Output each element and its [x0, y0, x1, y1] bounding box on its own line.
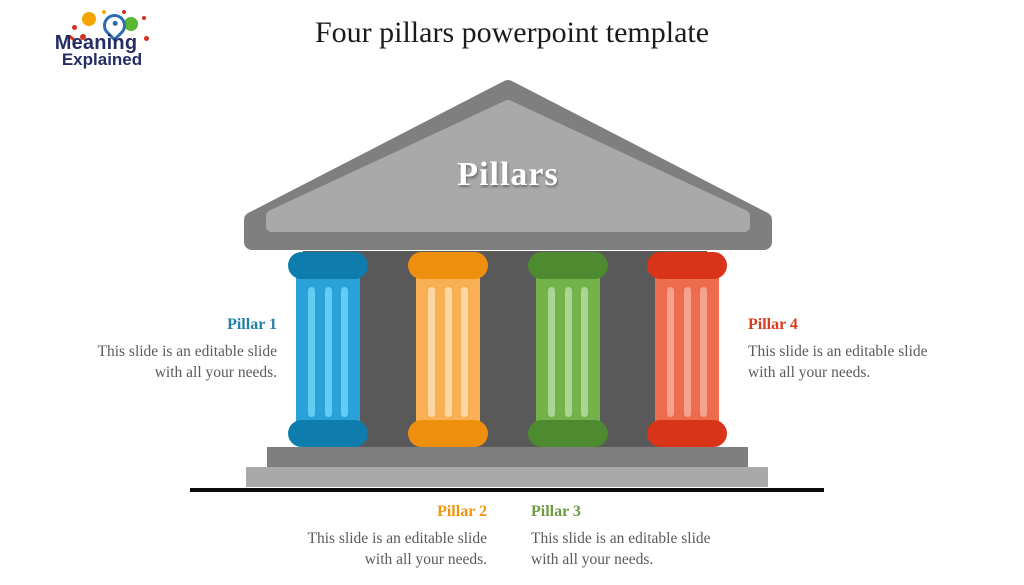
pillar-capital: [528, 252, 608, 279]
pillar-2-description: This slide is an editable slide with all…: [307, 530, 487, 568]
pillar-flute: [428, 287, 435, 417]
pillar-base: [408, 420, 488, 447]
logo-orange-dot-icon: [82, 12, 96, 26]
pillar-flute: [667, 287, 674, 417]
pillar-2-label: Pillar 2: [437, 503, 487, 520]
pillar-1-callout: Pillar 1 This slide is an editable slide…: [87, 316, 277, 383]
pillar-base: [528, 420, 608, 447]
pediment-title: Pillars: [457, 156, 559, 193]
pillar-base: [288, 420, 368, 447]
logo-orange-dot-icon: [102, 10, 106, 14]
logo-text-meaning: Meaning: [54, 32, 138, 54]
pillar-3-label: Pillar 3: [531, 503, 581, 520]
pillar-capital: [647, 252, 727, 279]
page-title: Four pillars powerpoint template: [314, 16, 710, 49]
pillar-flute: [341, 287, 348, 417]
pillar-graphic-4: [647, 252, 727, 447]
pillar-4-label: Pillar 4: [748, 316, 798, 333]
logo-text-explained: Explained: [61, 50, 143, 69]
pillar-flute: [565, 287, 572, 417]
logo-green-dot-icon: [124, 17, 138, 31]
logo-red-dot-icon: [142, 16, 146, 20]
logo-red-dot-icon: [80, 34, 86, 40]
pillar-flute: [684, 287, 691, 417]
pillar-1-label: Pillar 1: [227, 316, 277, 333]
pillar-flute: [325, 287, 332, 417]
logo-red-dot-icon: [72, 25, 77, 30]
temple-lower-step: [246, 467, 768, 487]
pillar-2-callout: Pillar 2 This slide is an editable slide…: [297, 503, 487, 570]
logo-red-dot-icon: [144, 36, 149, 41]
pillar-base: [647, 420, 727, 447]
pillar-graphic-2: [408, 252, 488, 447]
pillar-flute: [581, 287, 588, 417]
pillar-flute: [445, 287, 452, 417]
pillar-1-description: This slide is an editable slide with all…: [97, 343, 277, 381]
pillar-3-description: This slide is an editable slide with all…: [531, 530, 711, 568]
pillar-flute: [700, 287, 707, 417]
pillar-4-description: This slide is an editable slide with all…: [748, 343, 928, 381]
pillar-capital: [288, 252, 368, 279]
pillar-flute: [308, 287, 315, 417]
pillar-flute: [461, 287, 468, 417]
pillar-4-callout: Pillar 4 This slide is an editable slide…: [748, 316, 938, 383]
pillar-graphic-1: [288, 252, 368, 447]
pillar-3-callout: Pillar 3 This slide is an editable slide…: [531, 503, 721, 570]
pillar-flute: [548, 287, 555, 417]
ground-line: [190, 488, 824, 492]
pillar-graphic-3: [528, 252, 608, 447]
logo-red-dot-icon: [122, 10, 126, 14]
logo-fireworks-icon: [30, 6, 160, 46]
temple-wall: [303, 251, 707, 448]
temple-upper-step: [267, 447, 748, 467]
pediment-inner-shape: [266, 100, 750, 232]
pillar-capital: [408, 252, 488, 279]
logo: Meaning Explained: [30, 6, 160, 76]
